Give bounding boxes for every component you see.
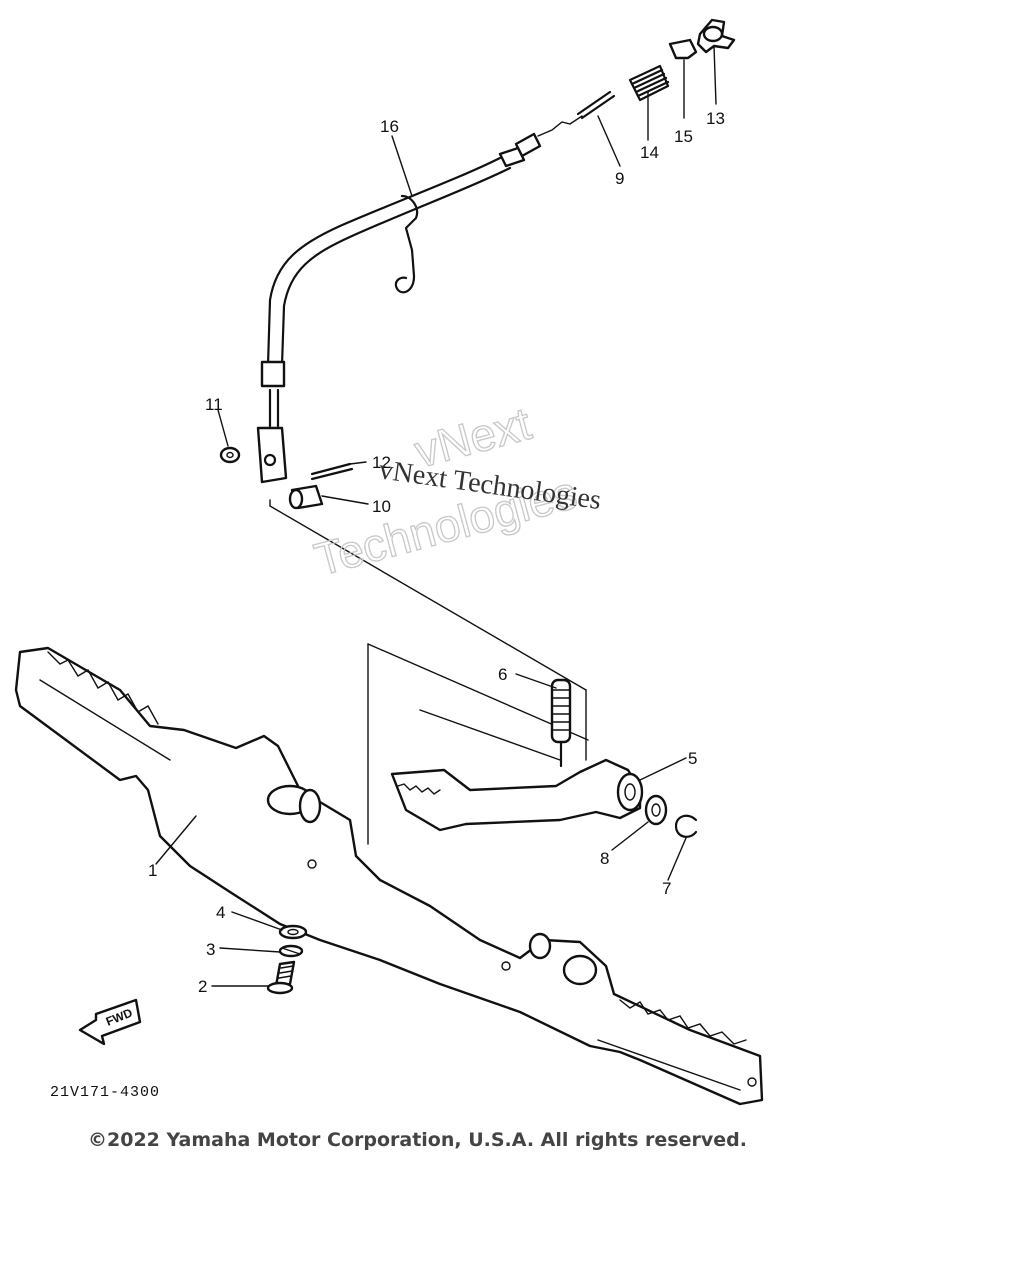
part-3-lock-washer [278, 944, 304, 958]
callout-13: 13 [706, 109, 725, 128]
part-8-washer [644, 794, 668, 826]
diagram-code: 21V171-4300 [50, 1084, 160, 1101]
callout-16: 16 [380, 117, 399, 136]
callout-6: 6 [498, 665, 507, 684]
callout-8: 8 [600, 849, 609, 868]
callout-3: 3 [206, 940, 215, 959]
part-14-spring [628, 64, 670, 102]
callout-2: 2 [198, 977, 207, 996]
callout-7: 7 [662, 879, 671, 898]
part-2-bolt [266, 960, 296, 995]
watermark: vNext Technologies vNext Technologies [308, 396, 602, 586]
callout-4: 4 [216, 903, 225, 922]
part-1-footrest-bar [14, 646, 764, 1106]
callout-5: 5 [688, 749, 697, 768]
part-15-pin [668, 38, 698, 60]
fwd-arrow-icon: FWD [78, 998, 142, 1046]
callout-10: 10 [372, 497, 391, 516]
part-5-brake-pedal [390, 758, 644, 832]
leader-lines [155, 45, 717, 987]
callout-11: 11 [205, 395, 223, 414]
part-4-washer [278, 924, 308, 940]
part-10-pin [288, 484, 324, 510]
part-16-cable-guide [394, 194, 419, 294]
callout-14: 14 [640, 143, 659, 162]
copyright-notice: ©2022 Yamaha Motor Corporation, U.S.A. A… [88, 1129, 747, 1151]
part-7-circlip [674, 814, 698, 838]
callout-1: 1 [148, 861, 157, 880]
part-6-return-spring [550, 678, 572, 768]
part-11-nut [219, 446, 241, 464]
callout-12: 12 [372, 453, 391, 472]
part-9-brake-cable [256, 90, 616, 484]
part-13-adjuster-nut [696, 18, 736, 54]
callout-numbers: 1 2 3 4 5 6 7 8 9 10 11 12 13 14 15 16 [148, 109, 725, 996]
callout-15: 15 [674, 127, 693, 146]
callout-9: 9 [615, 169, 624, 188]
part-12-cotter-pin [310, 462, 354, 481]
